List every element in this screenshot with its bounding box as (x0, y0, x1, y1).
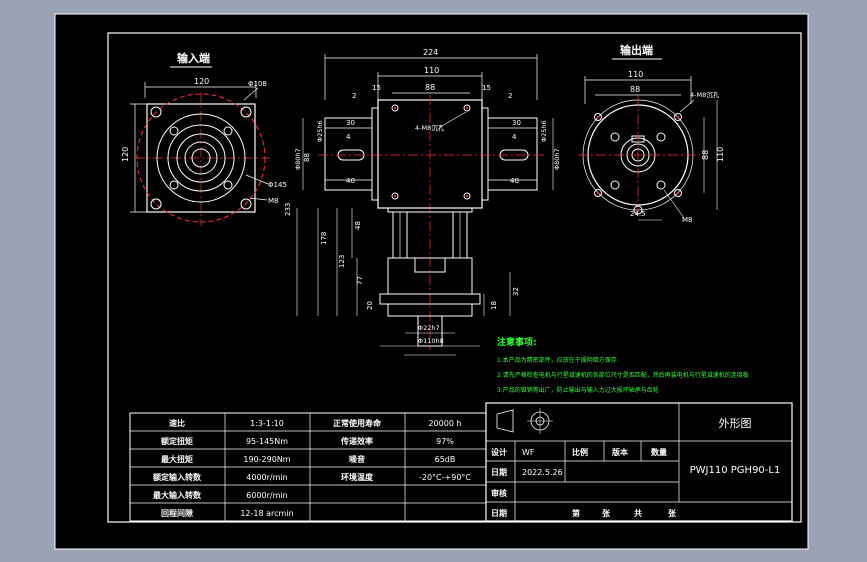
spec-key-noise: 噪音 (349, 454, 365, 464)
label-date: 日期 (491, 467, 507, 477)
dim-phi80-right: Φ80h7 (553, 148, 561, 170)
output-end-label: 输出端 (620, 43, 653, 57)
dim-phi25-left: Φ25h6 (316, 120, 324, 142)
dim-88-right-vertical: 88 (701, 150, 710, 160)
part-number: PWJ110 PGH90-L1 (690, 465, 781, 476)
dim-120-side: 120 (121, 147, 130, 162)
label-version: 版本 (611, 447, 628, 457)
sheet-label-d: 张 (668, 509, 677, 518)
dim-88: 88 (425, 83, 435, 92)
dim-phi110: Φ110h8 (418, 337, 444, 345)
spec-val-ratio: 1:3-1:10 (250, 419, 284, 428)
dim-phi25-right: Φ25h6 (540, 120, 548, 142)
notes-title: 注意事项: (497, 336, 537, 348)
spec-key-max-torque: 最大扭矩 (161, 454, 193, 464)
front-holes-label: 4-M8沉孔 (415, 124, 445, 132)
spec-val-life: 20000 h (428, 419, 461, 428)
dim-2-right: 2 (508, 92, 512, 100)
spec-val-noise: 65dB (435, 455, 456, 464)
dim-15-left: 15 (372, 84, 381, 92)
technical-notes: 注意事项: 1.本产品为精密部件，应放在干燥阴暗方保存 2.请先严格检查电机与行… (497, 336, 749, 394)
sheet-label-c: 共 (634, 508, 642, 518)
sheet-label-b: 张 (602, 509, 611, 518)
input-end-view: 输入端 120 Φ108 120 Φ145 M8 (121, 51, 287, 226)
spec-key-rated-input-speed: 额定输入转数 (153, 472, 202, 482)
note-2: 2.请先严格检查电机与行星减速机的各部位尺寸是否匹配，然后再装电机与行星减速机的… (497, 371, 749, 379)
dim-phi80-left: Φ80h7 (294, 148, 302, 170)
dim-110: 110 (424, 66, 439, 75)
projection-symbol (496, 408, 553, 434)
dim-24-5: 24.5 (630, 210, 646, 218)
dim-48: 48 (354, 221, 362, 230)
spec-table: 速比 1:3-1:10 正常使用寿命 20000 h 额定扭矩 95-145Nm… (129, 412, 487, 522)
dim-88-vertical: 88 (303, 153, 311, 162)
dim-88-top-right: 88 (630, 85, 640, 94)
label-review: 审核 (491, 488, 507, 498)
label-ratio: 比例 (572, 447, 588, 457)
drawing-name: 外形图 (719, 417, 752, 430)
paper-background (55, 14, 808, 549)
dim-phi22: Φ22h7 (418, 324, 440, 332)
label-quantity: 数量 (651, 447, 667, 457)
dim-m8-right: M8 (682, 216, 693, 224)
note-1: 1.本产品为精密部件，应放在干燥阴暗方保存 (497, 356, 617, 364)
spec-val-ambient-temp: -20°C-+90°C (419, 473, 471, 482)
spec-key-rated-torque: 额定扭矩 (161, 436, 193, 446)
spec-key-life: 正常使用寿命 (333, 418, 382, 428)
spec-val-max-torque: 190-290Nm (243, 455, 290, 464)
spec-val-max-input-speed: 6000r/min (246, 491, 287, 500)
note-3: 3.产品的锥销等出厂，防止输出与输入力过大损坏轴承与齿轮 (497, 386, 659, 394)
spec-key-efficiency: 传递效率 (340, 436, 373, 446)
dim-2-left: 2 (352, 92, 356, 100)
inner-frame (107, 32, 802, 523)
spec-val-efficiency: 97% (436, 437, 454, 446)
drawing-date: 2022.5.26 (522, 468, 563, 477)
dim-178: 178 (320, 232, 328, 245)
dim-40-left: 40 (346, 177, 355, 185)
dim-123: 123 (338, 255, 346, 268)
dim-phi145: Φ145 (268, 181, 287, 189)
dim-18: 18 (490, 301, 498, 310)
front-view: 224 110 88 2 15 15 2 4-M8沉孔 (284, 48, 561, 356)
dim-110-right-vertical: 110 (716, 147, 725, 162)
label-date-2: 日期 (491, 508, 507, 518)
dim-77: 77 (356, 276, 364, 285)
sheet-label-a: 第 (572, 508, 580, 518)
spec-val-backlash: 12-18 arcmin (240, 509, 293, 518)
input-end-label: 输入端 (177, 51, 210, 65)
dim-30-left: 30 (346, 119, 355, 127)
dim-110-top-right: 110 (628, 70, 643, 79)
dim-phi108: Φ108 (248, 80, 267, 88)
dim-15-right: 15 (482, 84, 491, 92)
spec-key-ratio: 速比 (169, 418, 185, 428)
spec-val-rated-torque: 95-145Nm (246, 437, 288, 446)
dim-30-right: 30 (512, 119, 521, 127)
title-block: 外形图 PWJ110 PGH90-L1 设计 WF 比例 版本 数量 日期 20… (485, 402, 793, 522)
dim-224: 224 (423, 48, 438, 57)
dim-40-right: 40 (510, 177, 519, 185)
dim-4-right: 4 (512, 133, 517, 141)
label-design: 设计 (491, 447, 507, 457)
dim-4-left: 4 (346, 133, 351, 141)
output-end-view: 输出端 110 88 4-M8沉孔 88 110 24.5 M8 (578, 43, 725, 224)
right-holes-label: 4-M8沉孔 (690, 91, 720, 99)
input-flange-square (146, 103, 256, 213)
spec-key-ambient-temp: 环境温度 (341, 472, 374, 482)
dim-m8-left: M8 (268, 197, 279, 205)
designer-name: WF (522, 448, 535, 457)
dim-32: 32 (512, 287, 520, 296)
dim-20: 20 (366, 301, 374, 310)
spec-key-max-input-speed: 最大输入转数 (153, 490, 202, 500)
spec-key-backlash: 回程间隙 (161, 508, 193, 518)
outer-frame (54, 13, 809, 550)
dim-233: 233 (284, 203, 292, 216)
dim-120-top: 120 (194, 77, 209, 86)
spec-val-rated-input-speed: 4000r/min (246, 473, 287, 482)
